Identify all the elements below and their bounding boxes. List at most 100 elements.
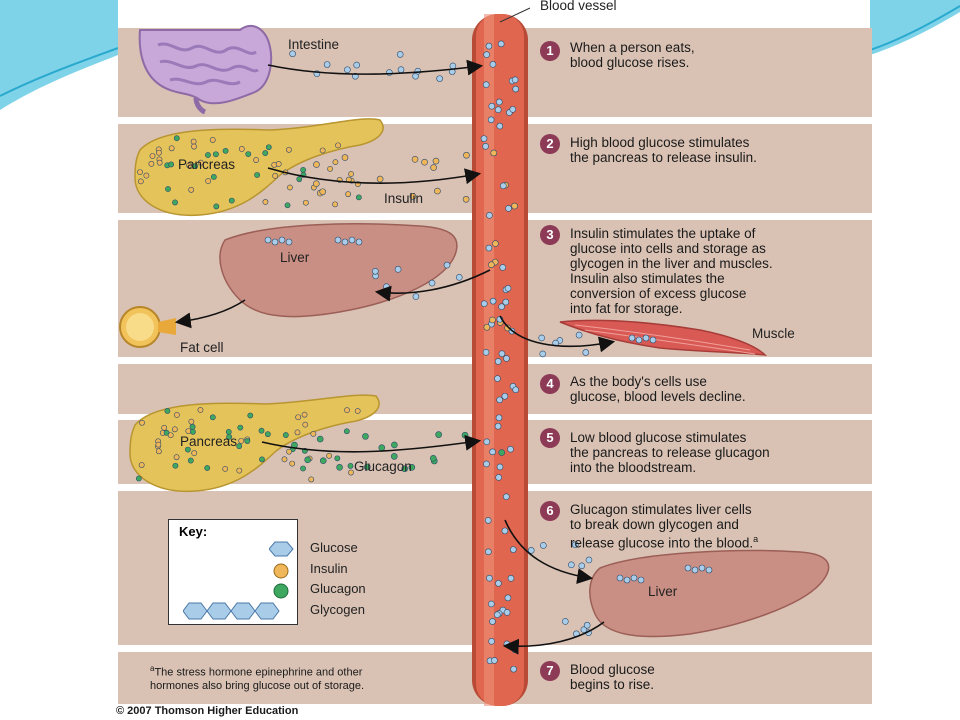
vessel-molecule (496, 122, 504, 130)
vessel-molecule (509, 546, 517, 553)
vessel-molecule (480, 135, 488, 142)
free-molecule (353, 61, 360, 69)
pancreas-cell-dot (165, 186, 171, 192)
glycogen-chain-unit (623, 576, 631, 584)
free-molecule (289, 50, 296, 58)
free-molecule (319, 457, 327, 464)
free-molecule (313, 161, 320, 168)
pancreas-cell-dot (345, 191, 352, 198)
pancreas-cell-dot (156, 159, 163, 166)
vessel-molecule (494, 422, 502, 430)
arrow-pancreas-to-vessel-2 (261, 434, 482, 453)
footnote-marker: a (150, 664, 155, 673)
pancreas-bottom-label: Pancreas (180, 434, 238, 449)
vessel-molecule (489, 448, 496, 456)
pancreas-cell-dot (265, 144, 272, 151)
free-molecule (582, 349, 590, 356)
pancreas-cell-dot (197, 159, 204, 166)
pancreas-cell-dot (347, 463, 354, 469)
pancreas-cell-dot (287, 184, 293, 191)
free-molecule (316, 435, 324, 443)
vessel-molecule (494, 375, 501, 382)
vessel-molecule (488, 102, 496, 110)
pancreas-cell-dot (259, 456, 265, 463)
key-glycogen-label: Glycogen (310, 602, 365, 617)
free-molecule (344, 66, 351, 74)
vessel-molecule (483, 438, 491, 446)
vessel-molecule (496, 463, 504, 471)
pancreas-cell-dot (191, 143, 197, 150)
vessel-molecule (495, 414, 503, 422)
vessel-molecule (492, 240, 499, 247)
pancreas-cell-dot (173, 454, 180, 461)
vessel-molecule (485, 42, 493, 50)
free-molecule (434, 187, 441, 195)
pancreas-cell-dot (262, 150, 269, 156)
pancreas-cell-dot (294, 429, 301, 436)
step-3-text: Insulin stimulates the uptake of glucose… (570, 226, 773, 316)
arrow-liver-to-vessel (502, 621, 605, 655)
free-molecule (539, 350, 547, 358)
vessel-molecule (504, 324, 511, 332)
pancreas-cell-dot (137, 178, 144, 185)
pancreas-cell-dot (334, 455, 341, 462)
vessel-molecule (487, 116, 495, 124)
pancreas-cell-dot (326, 452, 333, 459)
vessel-molecule (503, 609, 511, 616)
pancreas-cell-dot (300, 167, 307, 173)
vessel-molecule (491, 657, 498, 664)
vessel-molecule (507, 574, 515, 582)
pancreas-cell-dot (289, 460, 296, 467)
footnote-text: The stress hormone epinephrine and other… (150, 666, 365, 692)
vessel-molecule (510, 665, 517, 673)
glucagon-label: Glucagon (354, 459, 412, 474)
vessel-molecule (489, 61, 497, 68)
vessel-molecule (504, 594, 512, 602)
key-glycogen-swatch (183, 602, 280, 620)
pancreas-cell-dot (296, 176, 303, 183)
pancreas-cell-dot (213, 203, 220, 210)
pancreas-cell-dot (205, 152, 211, 158)
vessel-molecule (501, 392, 509, 400)
free-molecule (429, 455, 437, 462)
vessel-molecule (505, 205, 512, 212)
vessel-molecule (480, 300, 488, 307)
free-molecule (376, 175, 384, 183)
free-molecule (362, 433, 369, 440)
free-molecule (421, 158, 428, 166)
pancreas-cell-dot (172, 199, 178, 206)
pancreas-cell-dot (302, 421, 309, 428)
pancreas-cell-dot (275, 161, 282, 167)
glycogen-chain-unit (649, 336, 657, 344)
pancreas-cell-dot (295, 414, 302, 421)
vessel-molecule (511, 76, 519, 84)
glycogen-chain-unit (341, 238, 349, 246)
key-glucagon-label: Glucagon (310, 581, 366, 596)
intestine-label: Intestine (288, 37, 340, 52)
vessel-molecule (502, 298, 510, 306)
vessel-molecule (484, 517, 492, 524)
vessel-molecule (489, 297, 497, 305)
vessel-molecule (490, 149, 498, 157)
pancreas-cell-dot (245, 151, 252, 157)
free-molecule (455, 273, 463, 281)
vessel-molecule (495, 580, 502, 587)
glycogen-chain-unit (635, 336, 643, 344)
vessel-molecule (512, 386, 519, 394)
pancreas-cell-dot (258, 427, 265, 434)
pancreas-cell-dot (310, 430, 317, 437)
vessel-molecule (482, 81, 490, 89)
pancreas-cell-dot (332, 201, 339, 208)
pancreas-cell-dot (236, 443, 243, 450)
pancreas-cell-dot (238, 437, 245, 444)
free-molecule (319, 188, 327, 196)
vessel-molecule (488, 600, 495, 608)
step-5-badge: 5 (540, 428, 560, 448)
vessel-molecule (503, 493, 510, 500)
glycogen-chain-unit (264, 236, 272, 244)
pancreas-cell-dot (237, 424, 244, 431)
pancreas-cell-dot (282, 432, 289, 438)
pancreas-cell-dot (190, 138, 197, 145)
pancreas-cell-dot (244, 438, 251, 444)
free-molecule (390, 453, 398, 460)
